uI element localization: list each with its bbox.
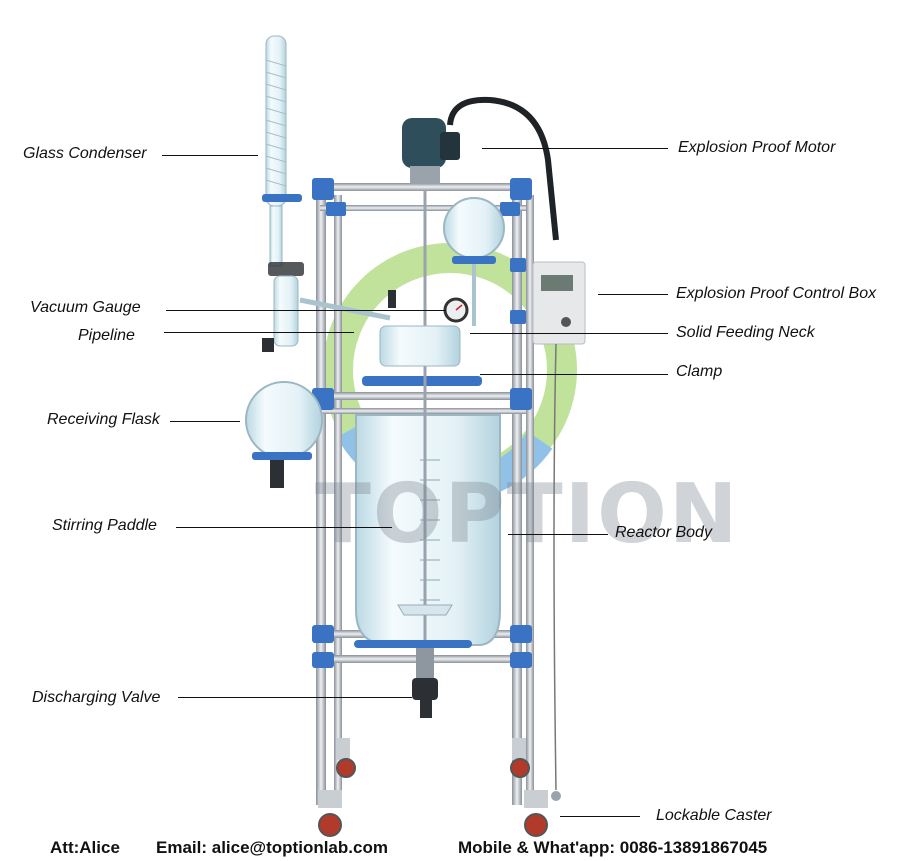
footer-email: Email: alice@toptionlab.com	[156, 838, 388, 857]
leader-explosion-proof-motor	[482, 148, 668, 149]
glass-condenser	[262, 35, 391, 347]
leader-clamp	[480, 374, 668, 375]
label-lockable-caster: Lockable Caster	[656, 807, 772, 824]
label-solid-feeding-neck: Solid Feeding Neck	[676, 324, 815, 341]
label-glass-condenser: Glass Condenser	[23, 145, 147, 162]
leader-pipeline	[164, 332, 354, 333]
explosion-proof-control-box	[532, 261, 586, 801]
watermark-text: TOPTION	[315, 467, 740, 562]
leader-solid-feeding-neck	[470, 333, 668, 334]
leader-stirring-paddle	[176, 527, 392, 528]
lid-assembly	[379, 290, 469, 367]
label-pipeline: Pipeline	[78, 327, 135, 344]
explosion-proof-motor	[402, 96, 559, 241]
label-explosion-proof-motor: Explosion Proof Motor	[678, 139, 836, 156]
label-vacuum-gauge: Vacuum Gauge	[30, 299, 141, 316]
footer-att: Att:Alice	[50, 838, 120, 857]
footer-mobile: Mobile & What'app: 0086-13891867045	[458, 838, 768, 857]
label-reactor-body: Reactor Body	[615, 524, 712, 541]
label-explosion-proof-control-box: Explosion Proof Control Box	[676, 285, 877, 302]
receiving-flask	[245, 338, 323, 488]
feeding-flask	[443, 197, 505, 326]
leader-reactor-body	[508, 534, 608, 535]
label-discharging-valve: Discharging Valve	[32, 689, 161, 706]
leader-receiving-flask	[170, 421, 240, 422]
reactor-vessel	[354, 190, 501, 718]
label-clamp: Clamp	[676, 363, 723, 380]
leader-discharging-valve	[178, 697, 412, 698]
leader-explosion-proof-control-box	[598, 294, 668, 295]
label-stirring-paddle: Stirring Paddle	[52, 517, 157, 534]
leader-vacuum-gauge	[166, 310, 446, 311]
leader-lockable-caster	[560, 816, 640, 817]
label-receiving-flask: Receiving Flask	[47, 411, 160, 428]
leader-glass-condenser	[162, 155, 258, 156]
casters	[318, 738, 548, 837]
